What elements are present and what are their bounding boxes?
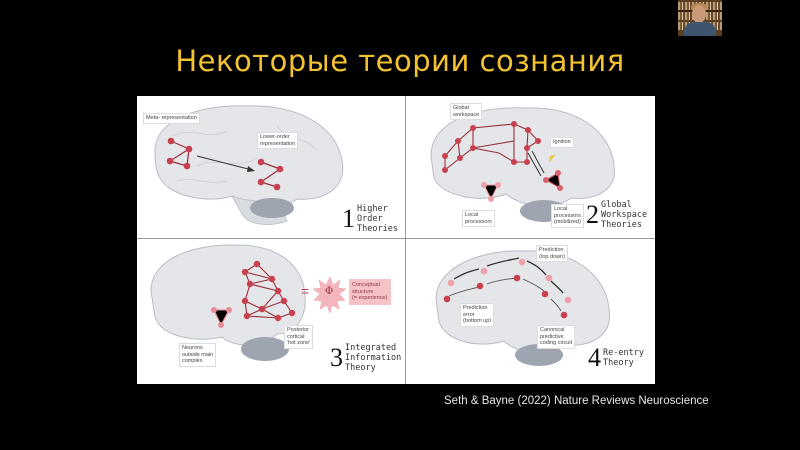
label-local-processors: Local processors [462, 210, 495, 227]
caption-2: 2 Global Workspace Theories [586, 200, 647, 230]
label-prediction-error: Prediction error (bottom up) [460, 303, 495, 327]
label-ignition: Ignition [550, 137, 574, 148]
brain-diagram-3 [150, 244, 391, 361]
label-local-processors-mobilized: Local processors (mobilized) [551, 204, 584, 228]
label-canonical-predictive-coding: Canonical predictive coding circuit [537, 325, 576, 349]
panel-number: 3 [330, 343, 343, 372]
label-prediction-top-down: Prediction (top down) [536, 245, 568, 262]
brain-diagram-2 [430, 107, 615, 222]
panel-caption: Re-entry Theory [603, 348, 644, 368]
caption-4: 4 Re-entry Theory [588, 345, 644, 371]
panel-number: 2 [586, 200, 599, 229]
theories-figure: Meta- representation Lower-order represe… [137, 96, 655, 384]
panel-re-entry-theory: Prediction (top down) Prediction error (… [406, 239, 665, 381]
label-neurons-outside-main-complex: Neurons outside main complex [179, 343, 217, 367]
panel-divider-vertical [405, 96, 406, 384]
panel-integrated-information-theory: = Φ Conceptual structure (= experience) … [137, 239, 401, 381]
panel-caption: Integrated Information Theory [345, 343, 402, 373]
label-posterior-hot-zone: Posterior cortical 'hot zone' [284, 325, 314, 349]
panel-divider-horizontal [137, 238, 655, 239]
panel-caption: Global Workspace Theories [601, 200, 648, 230]
caption-1: 1 Higher Order Theories [342, 204, 398, 234]
label-lower-order-representation: Lower-order representation [257, 132, 299, 149]
phi-star-shape [312, 276, 347, 314]
panel-number: 1 [342, 204, 355, 233]
panel-caption: Higher Order Theories [357, 204, 398, 234]
presenter-face [692, 5, 706, 23]
panel-global-workspace-theories: Global workspace Ignition Local processo… [406, 96, 665, 238]
citation: Seth & Bayne (2022) Nature Reviews Neuro… [444, 395, 709, 407]
equals-sign: = [301, 283, 310, 299]
phi-symbol: Φ [325, 286, 334, 297]
panel-number: 4 [588, 343, 601, 372]
label-meta-representation: Meta- representation [143, 113, 200, 124]
label-global-workspace: Global workspace [450, 103, 483, 120]
panel-higher-order-theories: Meta- representation Lower-order represe… [137, 96, 398, 238]
label-conceptual-structure: Conceptual structure (= experience) [352, 282, 388, 301]
slide-title: Некоторые теории сознания [175, 44, 625, 78]
presenter-webcam [678, 0, 722, 36]
brain-diagram-1 [154, 105, 344, 225]
caption-3: 3 Integrated Information Theory [330, 343, 401, 373]
